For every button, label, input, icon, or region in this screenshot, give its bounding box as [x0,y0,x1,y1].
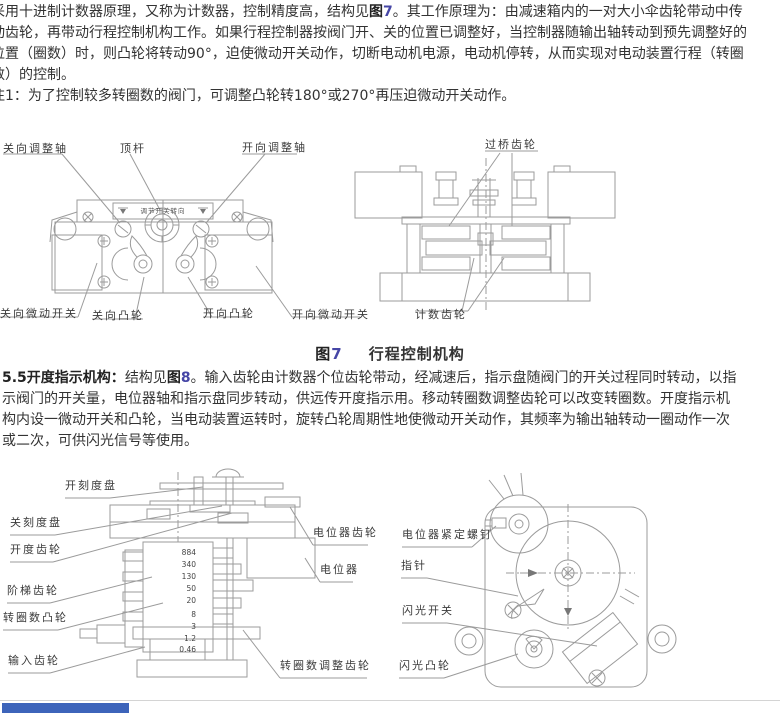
fig8-label-input-gear: 输入齿轮 [8,654,60,667]
sec55-line2: 示阀门的开关量，电位器轴和指示盘同步转动，供远传开度指示用。移动转圈数调整齿轮可… [2,391,730,407]
figure7-ref-link[interactable]: 7 [383,4,393,20]
fig7-label-close-microswitch: 关向微动开关 [0,307,78,320]
bottom-blue-bar[interactable] [2,703,129,713]
fig8-scale-1-2: 1.2 [184,634,196,643]
fig7-label-open-adjust-shaft: 开向调整轴 [242,141,307,154]
fig7-plate-text: 调节开关转向 [140,207,186,215]
fig8-scale-20: 20 [186,596,196,605]
caption-title: 行程控制机构 [368,345,465,363]
fig8-label-pot-set-screw: 电位器紧定螺钉 [402,528,493,541]
figure7-caption: 图7 行程控制机构 [0,343,780,364]
para1-line1-post: 。其工作原理为：由减速箱内的一对大小伞齿轮带动中传 [392,4,743,20]
figure8-ref-link[interactable]: 8 [180,370,191,386]
fig8-label-flash-switch: 闪光开关 [402,604,454,617]
fig8-scale-340: 340 [181,560,196,569]
fig8-scale-884: 884 [181,548,196,557]
sec55-line3: 构内设一微动开关和凸轮，当电动装置运转时，旋转凸轮周期性地使微动开关动作，其频率… [2,412,730,428]
figure7-right-drawing [354,150,616,312]
fig8-label-close-dial: 关刻度盘 [10,516,62,529]
paragraph-working-principle: 采用十进制计数器原理，又称为计数器，控制精度高，结构见图7。其工作原理为：由减速… [0,2,747,107]
fig8-scale-3: 3 [191,622,196,631]
para1-line1-pre: 采用十进制计数器原理，又称为计数器，控制精度高，结构见 [0,4,369,20]
fig8-label-potentiometer-gear: 电位器齿轮 [313,526,378,539]
figure8-ref-char: 图 [166,370,181,386]
fig8-label-potentiometer: 电位器 [320,563,359,576]
fig7-label-close-cam: 关向凸轮 [92,309,144,322]
sec55-line1-post: 。输入齿轮由计数器个位齿轮带动，经减速后，指示盘随阀门的开关过程同时转动，以指 [190,370,737,386]
caption-fig-char: 图 [315,345,332,363]
fig7-label-counting-gear: 计数齿轮 [415,308,467,321]
fig8-label-turns-cam: 转圈数凸轮 [3,611,68,624]
para1-line3: 位置（圈数）时，则凸轮将转动90°，迫使微动开关动作，切断电动机电源，电动机停转… [0,46,744,62]
fig7-label-open-microswitch: 开向微动开关 [292,308,370,321]
fig8-label-turns-adjust-gear: 转圈数调整齿轮 [280,659,371,672]
bottom-divider-line [0,700,780,701]
fig8-label-flash-cam: 闪光凸轮 [399,659,451,672]
para1-line1: 采用十进制计数器原理，又称为计数器，控制精度高，结构见图7。其工作原理为：由减速… [0,2,747,23]
fig8-label-opening-gear: 开度齿轮 [10,543,62,556]
fig7-label-close-adjust-shaft: 关向调整轴 [3,142,68,155]
sec55-line1-pre: 结构见 [124,370,167,386]
paragraph-opening-indicator: 5.5开度指示机构：结构见图8。输入齿轮由计数器个位齿轮带动，经减速后，指示盘随… [2,368,737,452]
fig8-scale-0-46: 0.46 [179,645,196,654]
figure8-right-drawing [399,472,677,688]
figure7-ref-char: 图 [369,4,383,20]
fig8-scale-130: 130 [181,572,196,581]
sec55-heading: 5.5开度指示机构： [2,370,125,386]
fig7-label-open-cam: 开向凸轮 [203,307,255,320]
fig8-label-open-dial: 开刻度盘 [65,479,117,492]
figure7-left-drawing [0,153,360,320]
para1-line2: 动齿轮，再带动行程控制机构工作。如果行程控制器按阀门开、关的位置已调整好，当控制… [0,25,747,41]
fig7-label-push-rod: 顶杆 [120,142,146,155]
para1-line4: 数）的控制。 [0,67,75,83]
caption-fig-num: 7 [331,345,343,363]
note-line: 注1：为了控制较多转圈数的阀门，可调整凸轮转180°或270°再压迫微动开关动作… [0,88,516,104]
fig8-scale-8: 8 [191,610,196,619]
fig8-label-pointer: 指针 [401,559,427,572]
figure8-left-drawing [3,468,368,679]
fig7-label-bridge-gear: 过桥齿轮 [485,138,537,151]
fig8-scale-50: 50 [186,584,196,593]
sec55-line1: 5.5开度指示机构：结构见图8。输入齿轮由计数器个位齿轮带动，经减速后，指示盘随… [2,368,737,389]
fig8-label-step-gear: 阶梯齿轮 [7,584,59,597]
sec55-line4: 或二次，可供闪光信号等使用。 [2,433,198,449]
